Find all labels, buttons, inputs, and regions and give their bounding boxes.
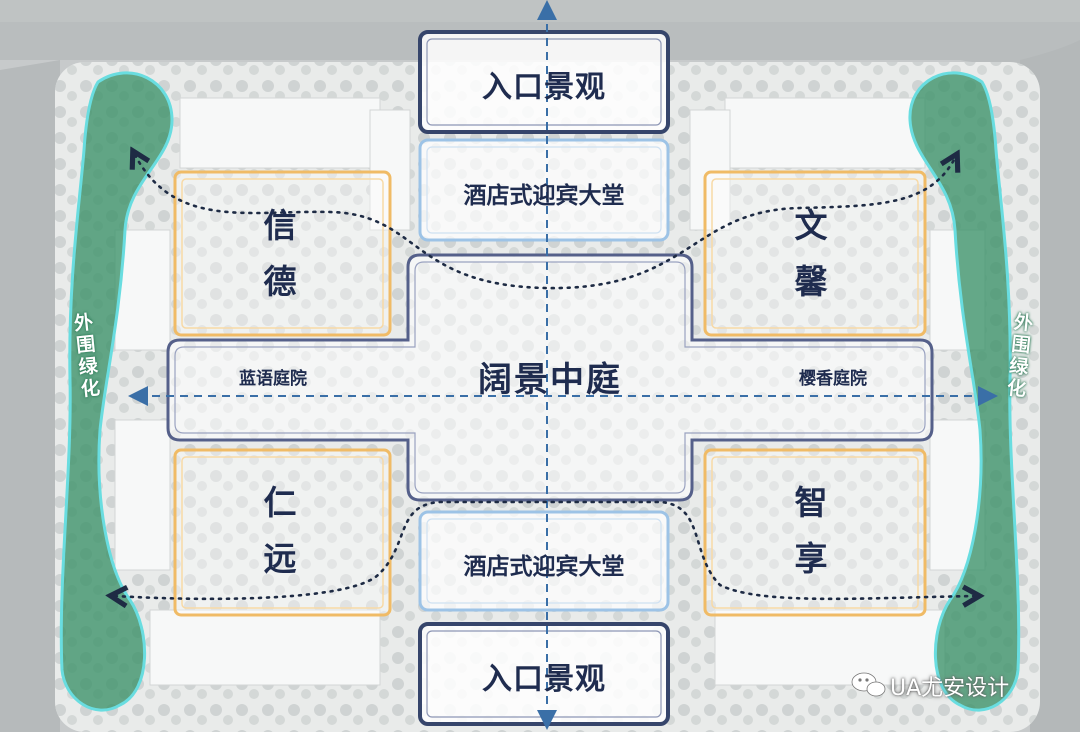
yard-right-label: 樱香庭院	[799, 369, 867, 389]
plot-char: 馨	[794, 262, 828, 301]
plot-char: 智	[794, 483, 828, 522]
greenbelt-right	[908, 71, 1021, 712]
central-court-label: 阔景中庭	[478, 360, 622, 400]
lobby-bottom-label: 酒店式迎宾大堂	[463, 554, 625, 580]
wechat-icon	[851, 672, 886, 697]
plot-bottom-right-frame	[703, 448, 927, 617]
watermark-text: UA尤安设计	[890, 676, 1010, 701]
entry-bottom-label: 入口景观	[482, 662, 606, 697]
path-top	[135, 155, 955, 290]
plot-char: 德	[263, 262, 297, 301]
greenbelt-left	[59, 71, 174, 712]
plot-char: 仁	[263, 483, 297, 522]
plot-char: 远	[263, 539, 297, 578]
plot-bottom-left-label: 仁 远	[250, 475, 310, 587]
plot-char: 文	[794, 206, 828, 245]
lobby-top-label: 酒店式迎宾大堂	[463, 183, 625, 209]
yard-left-label: 蓝语庭院	[239, 369, 307, 389]
plot-top-right-label: 文 馨	[781, 198, 841, 310]
plot-bottom-right-label: 智 享	[781, 475, 841, 587]
plot-top-left-label: 信 德	[250, 198, 310, 310]
plot-char: 享	[794, 539, 828, 578]
plot-char: 信	[263, 206, 297, 245]
entry-top-label: 入口景观	[482, 70, 606, 105]
plot-bottom-left-frame	[173, 448, 392, 617]
